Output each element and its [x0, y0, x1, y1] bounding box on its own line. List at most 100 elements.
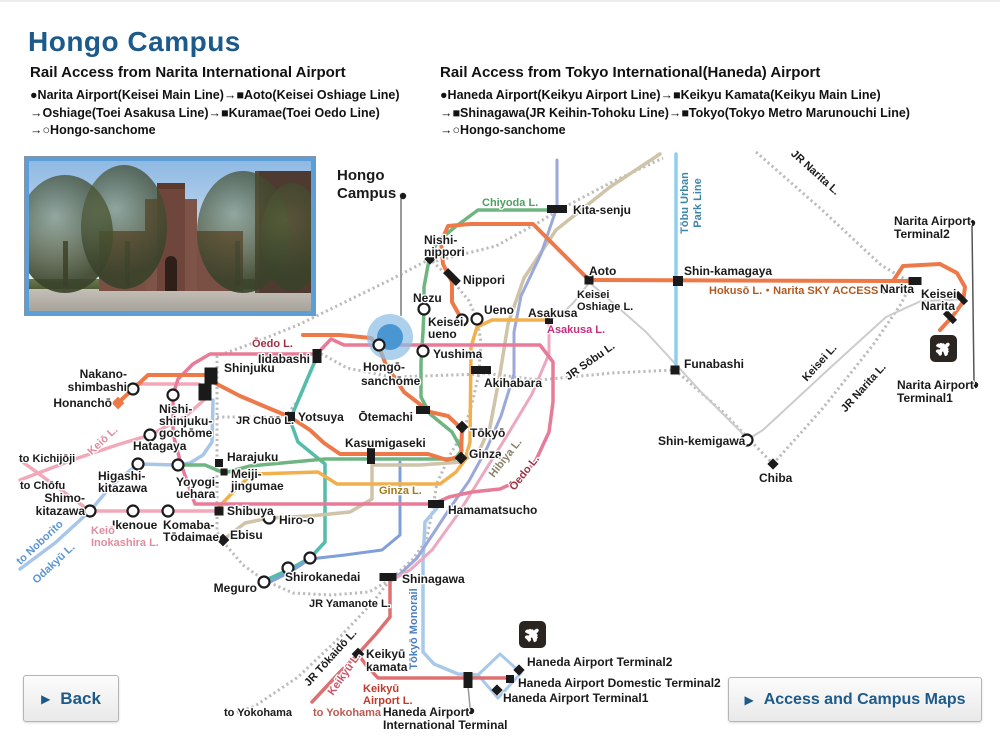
line-keisei-oshiage-link	[548, 282, 590, 321]
map-label-haneda-airport-domestic-terminal2: Haneda Airport Domestic Terminal2	[518, 676, 721, 690]
map-label-narita-airport: Narita Airport	[897, 378, 974, 392]
st-shinagawa	[379, 573, 397, 581]
line-odakyu	[18, 398, 215, 571]
map-label-hamamatsucho: Hamamatsucho	[448, 503, 537, 517]
st-shimo-kitazawa	[83, 504, 97, 518]
line-keihin-tohoku	[390, 158, 559, 582]
st-komaba-todaimae	[161, 504, 175, 518]
st-otemachi	[416, 406, 430, 414]
st-haneda-t2	[513, 664, 525, 676]
map-label-jingumae: jingumae	[230, 479, 284, 493]
map-label-ueno: ueno	[428, 327, 457, 341]
line-asakusa	[392, 318, 551, 581]
st-shirokane-takanawa	[303, 551, 317, 565]
line-narita-terminal-link	[971, 225, 975, 383]
map-label-shimbashi: shimbashi	[68, 380, 127, 394]
map-label-yushima: Yushima	[433, 347, 483, 361]
photo-tree	[261, 183, 311, 291]
map-label-shinjuku-: shinjuku-	[159, 414, 212, 428]
map-label-kamata: kamata	[366, 660, 408, 674]
line-hokuso-sky-access	[587, 278, 919, 283]
campus-photo	[24, 156, 316, 316]
line-keisei-chiba	[588, 281, 962, 441]
map-label-inokashira-l-: Inokashira L.	[91, 537, 159, 549]
access-and-campus-maps-button[interactable]: ▶ Access and Campus Maps	[728, 677, 982, 722]
st-hiro-o	[262, 511, 276, 525]
photo-auditorium-arch	[165, 256, 177, 291]
narita-t1-dot	[971, 381, 979, 389]
line-keisei-narita-loop	[891, 262, 967, 332]
access-arrow-icon: ▶	[744, 692, 754, 707]
map-label-oshiage-l-: Oshiage L.	[577, 301, 633, 313]
st-shinjuku-a	[204, 367, 218, 385]
map-label-kei-l-: Keiō L.	[85, 424, 120, 458]
map-label-ginza: Ginza	[469, 447, 502, 461]
map-label-to-ch-fu: to Chōfu	[20, 480, 65, 492]
st-funabashi	[670, 365, 680, 375]
st-keisei-ueno	[455, 313, 469, 327]
map-label-terminal1: Terminal1	[897, 391, 953, 405]
st-nishi-nippori	[424, 253, 436, 265]
st-narita	[908, 277, 922, 285]
map-label-kita-senju: Kita-senju	[573, 203, 631, 217]
st-chiba	[767, 458, 779, 470]
haneda-intl-dot	[467, 707, 475, 715]
st-keisei-narita-a	[953, 290, 969, 306]
map-label-ebisu: Ebisu	[230, 528, 263, 542]
map-label-haneda-airport-terminal2: Haneda Airport Terminal2	[527, 655, 673, 669]
map-label-yotsuya: Yotsuya	[298, 410, 344, 424]
st-haneda-intl	[463, 672, 473, 688]
st-harajuku	[215, 459, 223, 467]
map-label-international-terminal: International Terminal	[383, 718, 507, 732]
st-ikenoue	[126, 504, 140, 518]
map-label-funabashi: Funabashi	[684, 357, 744, 371]
st-nippori	[443, 268, 461, 286]
map-label-kasumigaseki: Kasumigaseki	[345, 436, 426, 450]
st-shibuya	[214, 506, 224, 516]
line-keikyu-main	[310, 578, 392, 704]
map-label-shin-kemigawa: Shin-kemigawa	[658, 434, 746, 448]
map-label-uehara: uehara	[176, 487, 216, 501]
map-label-nakano-: Nakano-	[80, 367, 127, 381]
st-yoyogi-uehara	[171, 458, 185, 472]
st-honancho	[111, 396, 125, 410]
map-label-terminal2: Terminal2	[894, 227, 950, 241]
st-ginza	[454, 451, 468, 465]
st-asakusa	[545, 316, 553, 324]
map-label-keisei: Keisei	[921, 287, 956, 301]
map-label-narita: Narita	[880, 282, 914, 296]
map-label-keiky-: Keikyū	[363, 683, 399, 695]
map-label-asakusa-l-: Asakusa L.	[547, 324, 605, 336]
map-label-nezu: Nezu	[413, 291, 442, 305]
haneda-access-section: Rail Access from Tokyo International(Han…	[440, 64, 910, 140]
back-button[interactable]: ▶ Back	[23, 675, 119, 722]
map-label-ueno: Ueno	[484, 303, 514, 317]
photo-tree	[81, 165, 167, 289]
narita-airport-plane-icon	[930, 335, 957, 362]
map-label-kitazawa: kitazawa	[36, 504, 86, 518]
map-label-ginza-l-: Ginza L.	[379, 485, 422, 497]
narita-route-step-2: →Oshiage(Toei Asakusa Line)→■Kuramae(Toe…	[30, 105, 380, 120]
map-label-hokus-l-narita-sky-access-l-: Hokusō L.・Narita SKY ACCESS L.	[709, 285, 891, 297]
map-label-to-yokohama: to Yokohama	[313, 707, 382, 719]
haneda-airport-plane-icon	[519, 621, 546, 648]
line-chiyoda	[176, 208, 550, 475]
map-label-park-line: Park Line	[692, 178, 704, 228]
st-nakano-shimbashi	[126, 382, 140, 396]
map-label-sanch-me: sanchōme	[361, 374, 421, 388]
haneda-route-step-2: →■Shinagawa(JR Keihin-Tohoku Line)→■Toky…	[440, 105, 910, 120]
narita-route-step-3: →○Hongo-sanchome	[30, 123, 156, 137]
map-label-shin-kamagaya: Shin-kamagaya	[684, 264, 772, 278]
map-label-haneda-airport: Haneda Airport	[383, 705, 469, 719]
map-label-hongo: Hongo	[337, 167, 384, 184]
map-label-haneda-airport-terminal1: Haneda Airport Terminal1	[503, 691, 649, 705]
page-title: Hongo Campus	[28, 26, 241, 57]
access-button-label: Access and Campus Maps	[763, 690, 966, 708]
map-label-kei-: Keiō	[91, 525, 115, 537]
map-label-hong-: Hongō-	[363, 360, 405, 374]
st-meguro	[257, 575, 271, 589]
map-label-asakusa: Asakusa	[528, 306, 578, 320]
line-keio-inokashira	[18, 458, 221, 513]
st-tokyo	[455, 420, 469, 434]
